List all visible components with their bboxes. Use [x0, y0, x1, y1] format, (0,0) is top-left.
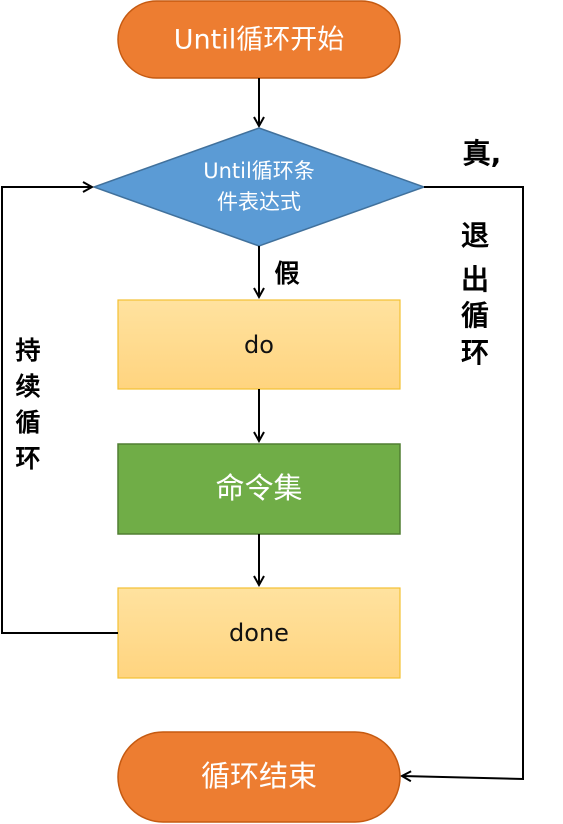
condition-node-label-line1: Until循环条 [203, 159, 315, 183]
edge-label-true-exit-char-4: 环 [461, 336, 489, 369]
edge-label-continue-char-1: 持 [15, 336, 40, 365]
edge-label-continue-char-2: 续 [15, 372, 40, 401]
done-node: done [117, 587, 401, 679]
commands-node-label: 命令集 [215, 471, 302, 505]
edge-label-true-exit-char-1: 退 [461, 219, 489, 252]
condition-node-shape [91, 127, 427, 247]
condition-node-label-line2: 件表达式 [217, 190, 301, 214]
edge-label-true-exit-line1: 真, [463, 137, 502, 170]
start-node: Until循环开始 [117, 0, 401, 79]
start-node-label: Until循环开始 [174, 25, 344, 56]
arrow-done-loop-back-to-condition [1, 187, 118, 634]
end-node: 循环结束 [117, 731, 401, 823]
do-node: do [117, 299, 401, 390]
end-node-label: 循环结束 [201, 759, 317, 793]
edge-label-continue: 持 续 循 环 [15, 336, 40, 473]
condition-node: Until循环条 件表达式 [91, 127, 427, 247]
edge-label-continue-char-3: 循 [15, 408, 40, 437]
edge-label-true-exit-char-2: 出 [461, 263, 489, 296]
end-node-shape [117, 731, 401, 823]
edge-label-true-exit-char-3: 循 [461, 299, 489, 332]
do-node-shape [117, 299, 401, 390]
arrow-condition-true-to-end [402, 186, 524, 779]
edge-label-true-exit: 真, 退 出 循 环 [461, 137, 501, 369]
do-node-label: do [244, 331, 274, 359]
edge-label-continue-char-4: 环 [15, 444, 40, 473]
commands-node: 命令集 [117, 443, 401, 535]
done-node-shape [117, 587, 401, 679]
edge-label-false: 假 [274, 259, 299, 288]
done-node-label: done [229, 619, 289, 647]
commands-node-shape [117, 443, 401, 535]
